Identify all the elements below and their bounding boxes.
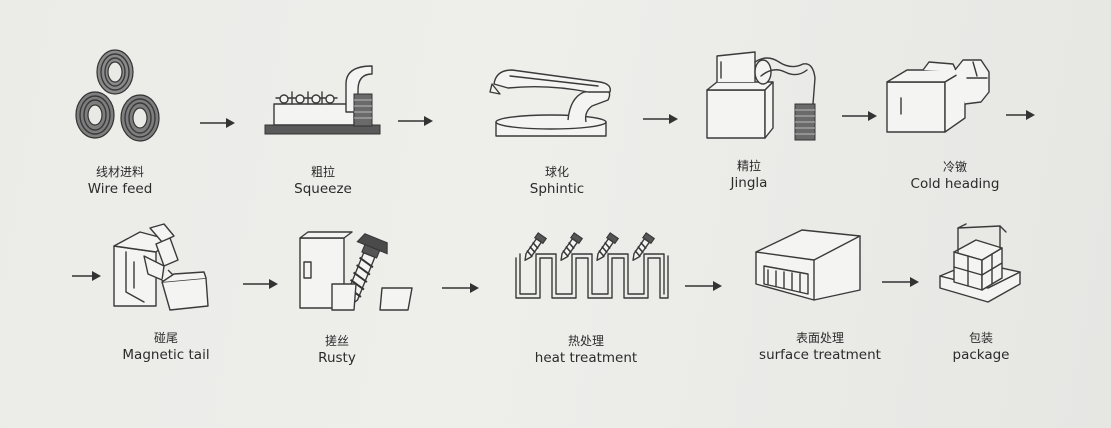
step-sphintic: [488, 62, 618, 142]
step-label-en: package: [952, 347, 1010, 363]
package-boxes-icon: [939, 223, 1021, 303]
cold-heading-machine-icon: [886, 59, 990, 133]
flow-arrow-icon: [442, 283, 479, 293]
step-squeeze: [262, 62, 387, 142]
step-label-heat-treatment: 热处理 heat treatment: [535, 333, 637, 367]
step-label-zh: 粗拉: [310, 165, 336, 179]
step-label-en: heat treatment: [534, 350, 638, 366]
step-label-zh: 精拉: [736, 159, 762, 173]
step-label-en: Rusty: [318, 350, 356, 366]
spheroidizing-furnace-icon: [489, 69, 611, 137]
flow-arrow-icon: [685, 281, 722, 291]
step-label-zh: 碰尾: [153, 331, 178, 345]
step-label-zh: 冷镦: [942, 160, 968, 174]
step-label-en: Sphintic: [529, 181, 585, 197]
surface-treatment-line-icon: [755, 229, 861, 301]
flow-arrow-icon: [882, 277, 919, 287]
tail-pointing-machine-icon: [113, 223, 209, 311]
step-label-rusty: 搓丝 Rusty: [318, 333, 356, 367]
step-label-zh: 包装: [968, 331, 993, 345]
step-label-en: Magnetic tail: [122, 347, 210, 363]
step-label-squeeze: 粗拉 Squeeze: [294, 164, 352, 198]
flow-arrow-icon: [398, 116, 433, 126]
step-label-en: Cold heading: [910, 176, 1000, 192]
step-label-zh: 表面处理: [795, 331, 845, 345]
step-package: [936, 222, 1026, 308]
step-label-en: Wire feed: [87, 181, 153, 197]
flow-arrow-icon: [1006, 110, 1035, 120]
wire-coils-icon: [75, 49, 160, 142]
thread-rolling-icon: [299, 231, 413, 311]
fine-drawing-machine-icon: [706, 51, 816, 141]
flow-arrow-icon: [842, 111, 877, 121]
step-label-zh: 线材进料: [95, 165, 144, 179]
step-label-zh: 球化: [544, 165, 569, 179]
heat-treatment-furnace-icon: [515, 232, 669, 299]
drawing-machine-icon: [264, 65, 381, 135]
step-magnetic-tail: [104, 222, 214, 317]
step-label-wire-feed: 线材进料 Wire feed: [88, 164, 153, 198]
step-label-package: 包装 package: [953, 330, 1010, 364]
flow-arrow-icon: [200, 118, 235, 128]
flow-arrow-icon: [643, 114, 678, 124]
step-heat-treatment: [512, 232, 672, 302]
step-label-zh: 搓丝: [324, 334, 349, 348]
step-rusty: [296, 228, 416, 318]
step-label-cold-heading: 冷镦 Cold heading: [911, 159, 1000, 193]
step-cold-heading: [883, 58, 995, 138]
flow-arrow-icon: [243, 279, 278, 289]
step-surface-treatment: [752, 226, 864, 304]
flow-arrow-icon: [72, 271, 101, 281]
step-wire-feed: [70, 40, 180, 150]
step-label-zh: 热处理: [567, 334, 605, 348]
step-label-en: Jingla: [730, 175, 768, 191]
step-label-jingla: 精拉 Jingla: [731, 158, 768, 192]
step-label-magnetic-tail: 碰尾 Magnetic tail: [122, 330, 209, 364]
step-label-sphintic: 球化 Sphintic: [530, 164, 584, 198]
step-label-en: surface treatment: [759, 347, 881, 363]
step-label-en: Squeeze: [294, 181, 352, 197]
step-jingla: [703, 48, 828, 148]
step-label-surface-treatment: 表面处理 surface treatment: [759, 330, 881, 364]
